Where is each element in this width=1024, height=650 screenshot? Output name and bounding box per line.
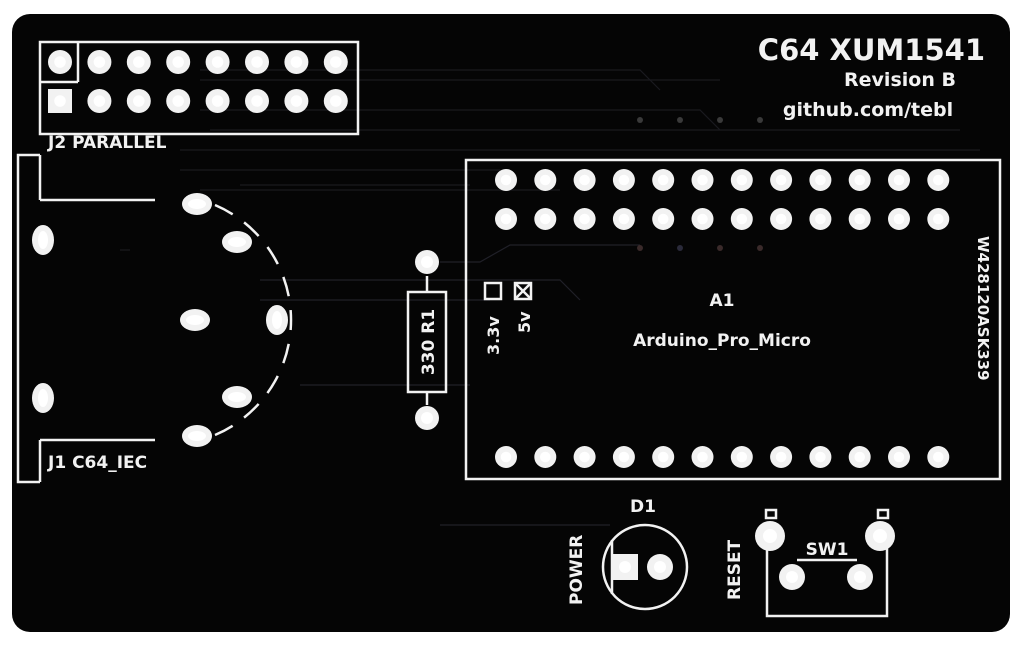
j2-label: J2 PARALLEL	[47, 133, 167, 153]
j2-parallel-header	[38, 40, 360, 136]
j2-pads	[48, 50, 348, 113]
j2-pin-hole	[54, 95, 66, 107]
a1-pin-hole	[736, 213, 748, 225]
j2-pin-hole	[133, 95, 145, 107]
a1-pin-hole	[933, 213, 944, 225]
a1-pin-hole	[657, 213, 669, 225]
r1-label: 330 R1	[419, 309, 439, 375]
board-revision: Revision B	[844, 69, 956, 91]
a1-pin-hole	[815, 174, 826, 186]
a1-pin-hole	[775, 451, 787, 463]
j2-pin-hole	[251, 56, 263, 68]
j2-pin-hole	[172, 56, 184, 68]
a1-footprint	[464, 158, 1002, 481]
a1-pin-hole	[697, 174, 708, 186]
a1-pin-hole	[618, 213, 630, 225]
a1-pin-hole	[540, 451, 551, 463]
d1-label: D1	[630, 497, 656, 517]
j2-pin-hole	[290, 56, 303, 68]
a1-pin-hole	[579, 174, 590, 186]
power-label: POWER	[567, 535, 587, 605]
a1-pin-hole	[933, 174, 944, 186]
voltage-jumper	[483, 281, 533, 301]
v33-label: 3.3v	[484, 316, 503, 355]
sw1-switch	[755, 508, 895, 618]
j2-pin-hole	[211, 56, 224, 68]
a1-pin-hole	[697, 451, 708, 463]
j2-pin-hole	[172, 95, 184, 107]
a1-pin-hole	[854, 213, 865, 225]
a1-pin-hole	[775, 174, 787, 186]
a1-pin-hole	[893, 451, 905, 463]
a1-pin-hole	[697, 213, 708, 225]
a1-pads	[495, 169, 950, 468]
d1-led	[601, 523, 689, 611]
a1-pin-hole	[540, 174, 551, 186]
pcb-substrate	[12, 14, 1010, 632]
a1-pin-hole	[500, 213, 512, 225]
board-url: github.com/tebl	[783, 99, 953, 121]
a1-pin-hole	[540, 213, 551, 225]
a1-pin-hole	[500, 174, 512, 186]
a1-pin-hole	[775, 213, 787, 225]
a1-pin-hole	[500, 451, 512, 463]
a1-pin-hole	[618, 174, 630, 186]
a1-side-label: W428120ASK339	[974, 236, 992, 381]
j2-pin-hole	[290, 95, 303, 107]
board-title: C64 XUM1541	[758, 33, 985, 67]
a1-pin-hole	[579, 213, 590, 225]
j2-pin-hole	[133, 56, 145, 68]
a1-pin-hole	[657, 451, 669, 463]
j2-pin-hole	[211, 95, 224, 107]
a1-ref-label: A1	[710, 291, 735, 311]
v5-label: 5v	[515, 311, 534, 333]
a1-pin-hole	[618, 451, 630, 463]
a1-pin-hole	[736, 451, 748, 463]
a1-pin-hole	[854, 174, 865, 186]
j1-pads	[32, 193, 288, 447]
a1-pin-hole	[579, 451, 590, 463]
j2-pin-hole	[93, 95, 106, 107]
a1-pin-hole	[893, 174, 905, 186]
reset-label: RESET	[725, 539, 745, 600]
a1-pin-hole	[657, 174, 669, 186]
a1-pin-hole	[815, 451, 826, 463]
j2-pin-hole	[330, 95, 342, 107]
a1-pin-hole	[854, 451, 865, 463]
copper-traces	[120, 69, 980, 526]
a1-value-label: Arduino_Pro_Micro	[633, 331, 811, 351]
a1-pin-hole	[736, 174, 748, 186]
j1-label: J1 C64_IEC	[47, 453, 147, 473]
j2-pin-hole	[54, 56, 66, 68]
a1-pin-hole	[933, 451, 944, 463]
j2-pin-hole	[251, 95, 263, 107]
a1-pin-hole	[815, 213, 826, 225]
j2-pin-hole	[93, 56, 106, 68]
j1-din-connector	[16, 153, 293, 484]
sw1-label: SW1	[806, 540, 849, 560]
j2-pin-hole	[330, 56, 342, 68]
vias	[637, 117, 763, 251]
r1-resistor	[406, 250, 448, 430]
a1-pin-hole	[893, 213, 905, 225]
